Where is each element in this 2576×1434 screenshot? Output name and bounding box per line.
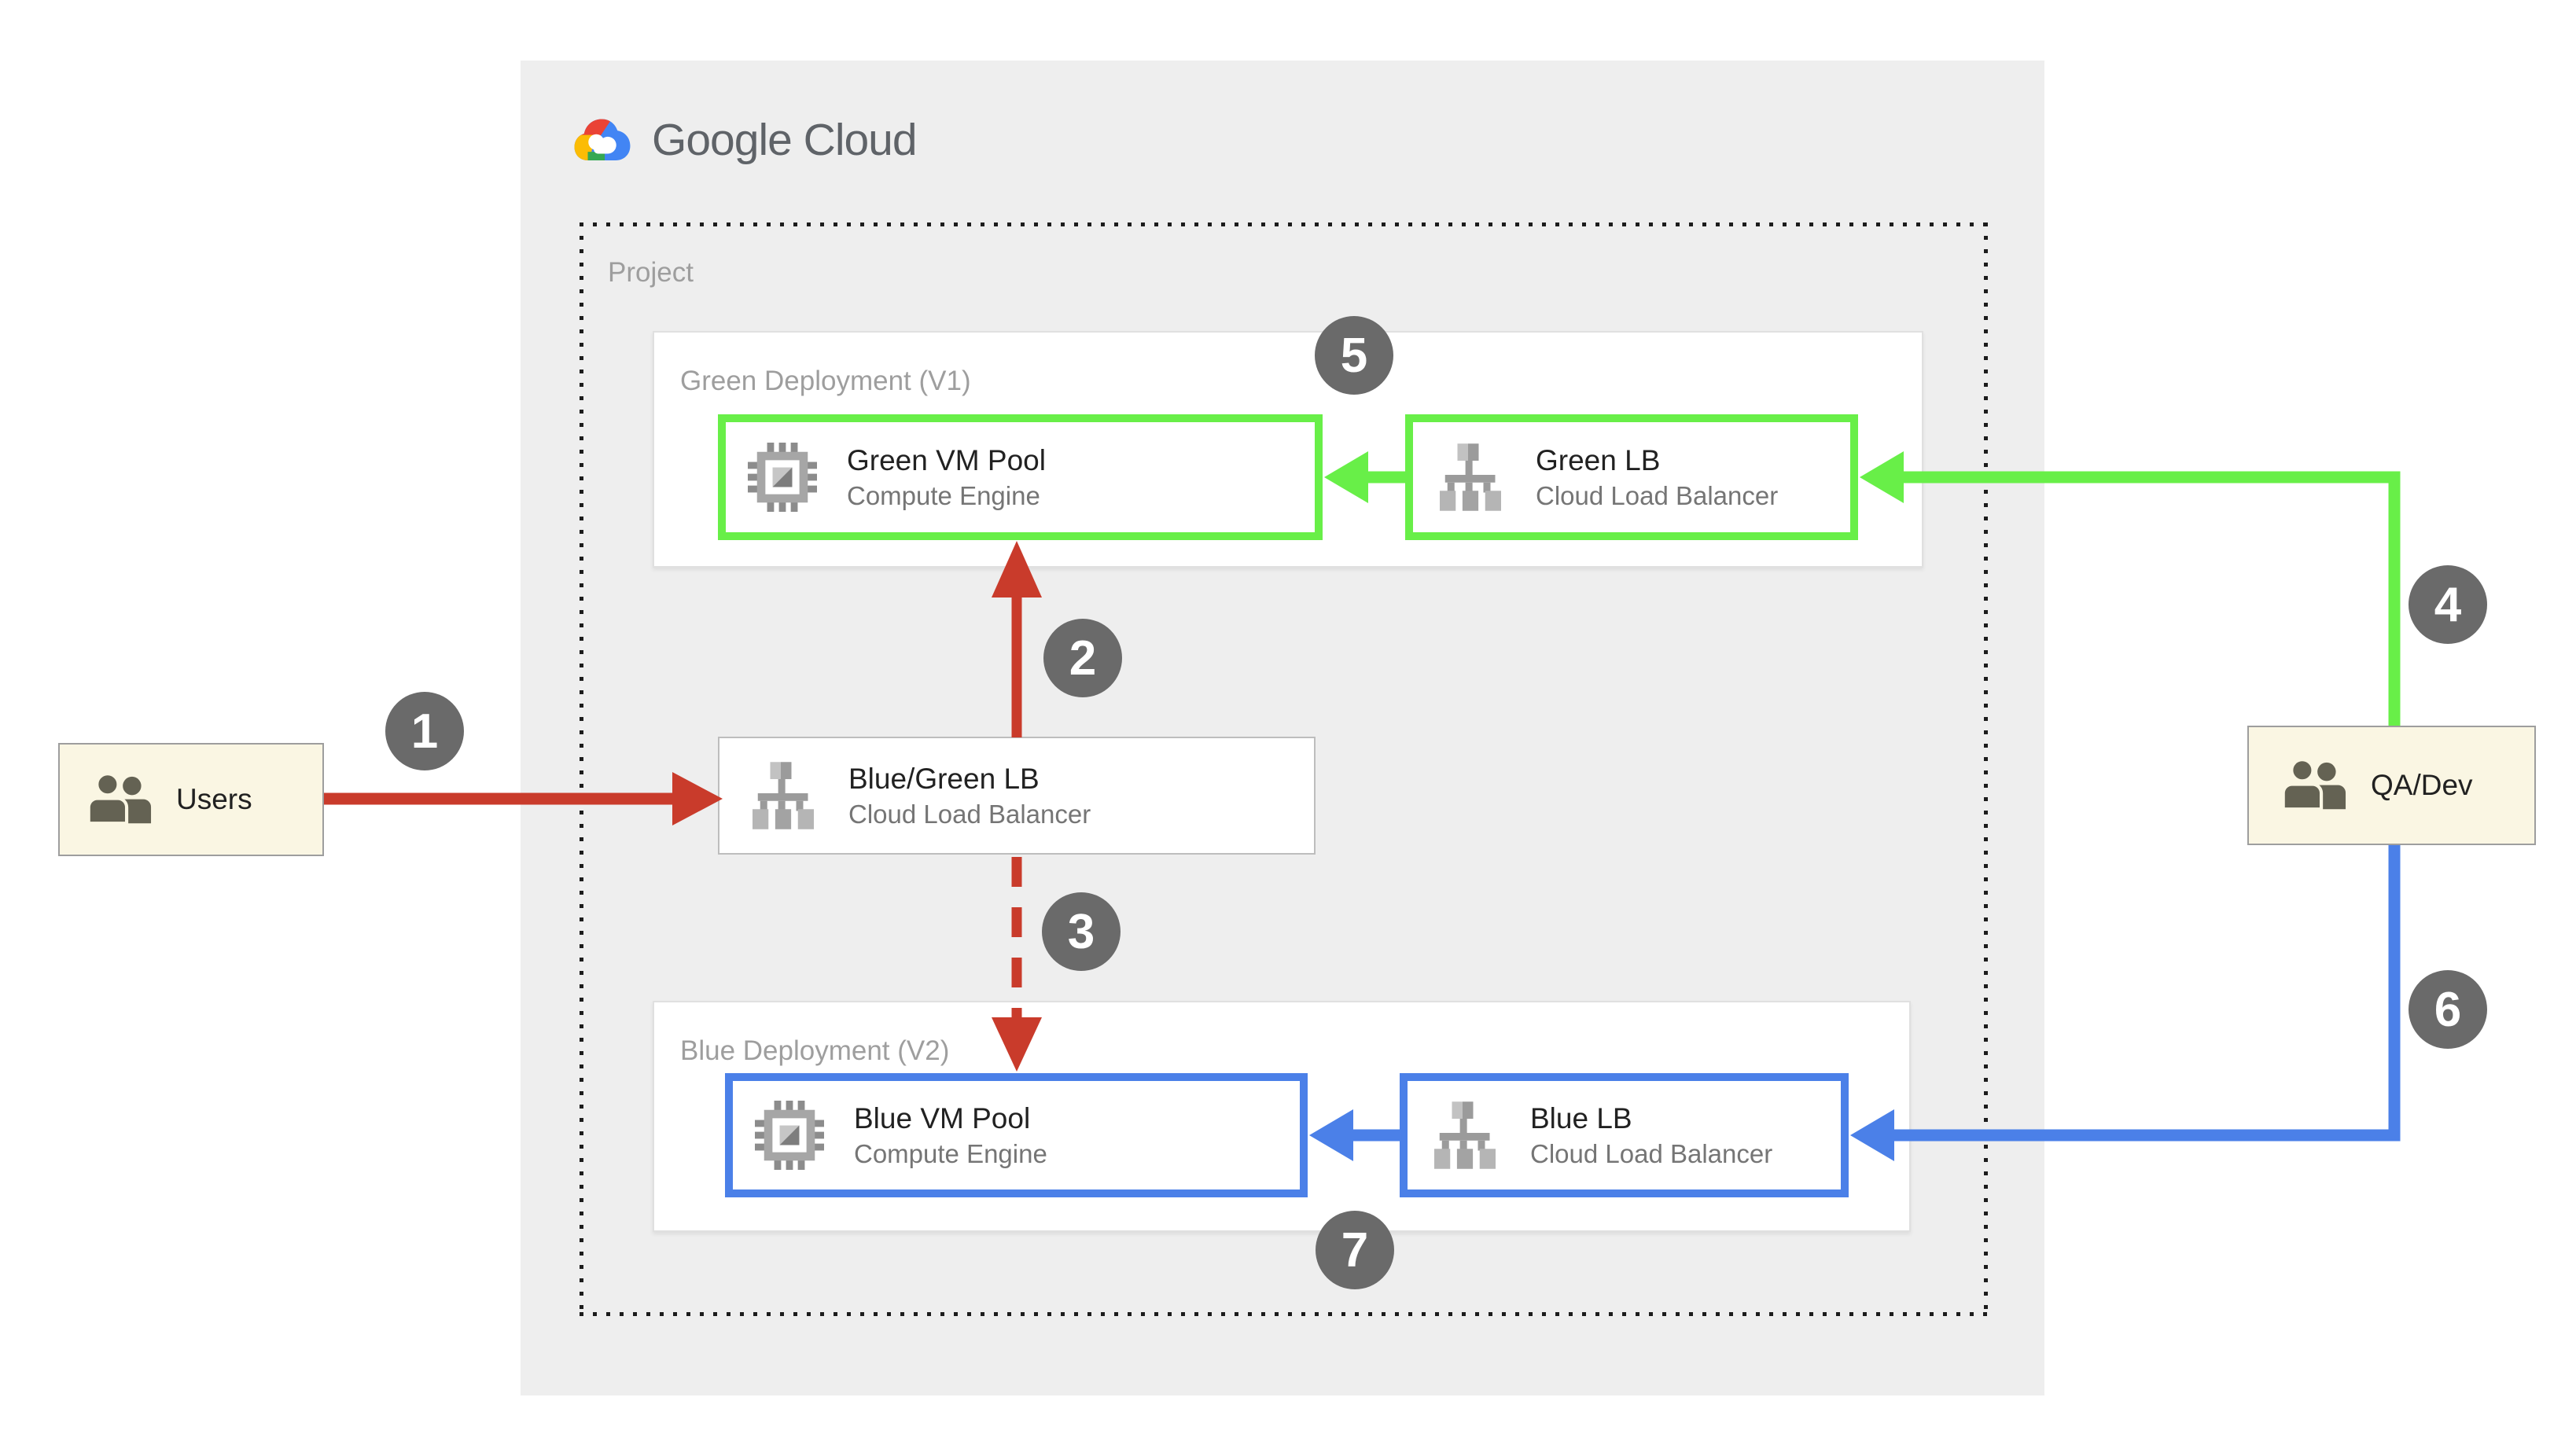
- node-blue-lb: Blue LB Cloud Load Balancer: [1400, 1073, 1849, 1197]
- load-balancer-icon: [1440, 443, 1501, 511]
- blue-deployment-label: Blue Deployment (V2): [680, 1035, 950, 1066]
- node-subtitle: Compute Engine: [847, 481, 1040, 510]
- node-subtitle: Cloud Load Balancer: [1530, 1139, 1773, 1168]
- node-title: Green VM Pool: [847, 444, 1046, 476]
- node-subtitle: Cloud Load Balancer: [848, 800, 1091, 829]
- project-boundary-right: [1984, 222, 1988, 1316]
- step-badge-2: 2: [1043, 619, 1122, 697]
- users-icon: [86, 773, 152, 825]
- project-boundary-left: [580, 222, 583, 1316]
- actor-qa-dev: QA/Dev: [2247, 726, 2536, 845]
- node-title: Blue VM Pool: [854, 1102, 1031, 1134]
- node-green-lb: Green LB Cloud Load Balancer: [1405, 414, 1858, 540]
- load-balancer-icon: [1434, 1101, 1496, 1169]
- node-subtitle: Cloud Load Balancer: [1536, 481, 1779, 510]
- google-cloud-cloud-icon: [574, 119, 631, 160]
- google-cloud-wordmark: Google Cloud: [652, 115, 918, 165]
- node-green-vm-pool: Green VM Pool Compute Engine: [718, 414, 1323, 540]
- node-blue-vm-pool: Blue VM Pool Compute Engine: [725, 1073, 1308, 1197]
- node-title: Blue LB: [1530, 1102, 1632, 1134]
- node-title: Blue/Green LB: [848, 763, 1040, 795]
- step-badge-4: 4: [2409, 565, 2487, 644]
- green-deployment-label: Green Deployment (V1): [680, 366, 971, 396]
- node-blue-green-lb: Blue/Green LB Cloud Load Balancer: [718, 737, 1316, 855]
- compute-engine-icon: [748, 443, 817, 512]
- load-balancer-icon: [753, 762, 814, 829]
- step-badge-5: 5: [1315, 316, 1393, 395]
- node-subtitle: Compute Engine: [854, 1139, 1047, 1168]
- step-badge-1: 1: [385, 692, 464, 770]
- step-badge-3: 3: [1042, 892, 1121, 971]
- node-title: Green LB: [1536, 444, 1661, 476]
- actor-label: Users: [176, 783, 252, 815]
- step-badge-6: 6: [2409, 970, 2487, 1049]
- project-label: Project: [608, 257, 694, 288]
- actor-users: Users: [58, 743, 324, 856]
- actor-label: QA/Dev: [2371, 769, 2473, 801]
- step-badge-7: 7: [1316, 1211, 1394, 1289]
- compute-engine-icon: [755, 1101, 824, 1170]
- project-boundary-bottom: [580, 1312, 1988, 1316]
- users-icon: [2281, 759, 2346, 811]
- google-cloud-logo: Google Cloud: [573, 110, 918, 170]
- project-boundary-top: [580, 222, 1988, 226]
